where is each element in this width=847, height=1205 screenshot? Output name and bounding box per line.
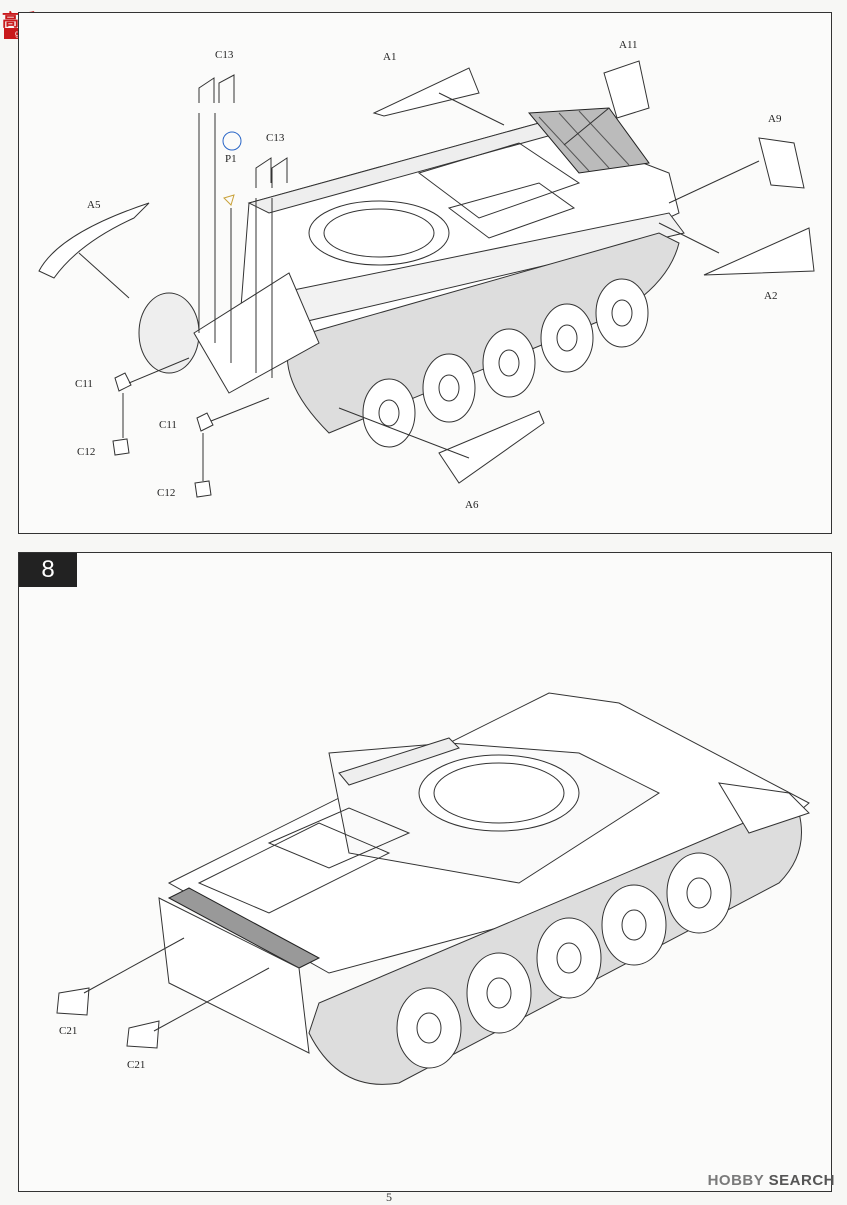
- label-a5: A5: [87, 199, 101, 211]
- label-a9: A9: [768, 113, 782, 125]
- label-p1: P1: [225, 153, 237, 165]
- label-c13-right: C13: [266, 132, 285, 144]
- step-number-badge: 8: [19, 553, 77, 587]
- tank-hull-drawing-bottom: [56, 692, 810, 1085]
- assembly-panel-top: C13 C13 P1 A1 A11 A9 A5 A2 C11 C12 C11 C…: [18, 12, 832, 534]
- label-c11-right: C11: [159, 419, 177, 431]
- label-c21-right: C21: [127, 1059, 146, 1071]
- page-number: 5: [386, 1190, 392, 1204]
- label-c12-right: C12: [157, 487, 176, 499]
- watermark-rest: SEARCH: [768, 1172, 835, 1189]
- assembly-panel-step-8: 8 C21 C21: [18, 552, 832, 1192]
- label-a11: A11: [619, 39, 638, 51]
- watermark-brand: HOBBY: [707, 1172, 764, 1189]
- label-c21-left: C21: [59, 1025, 78, 1037]
- label-c12-left: C12: [77, 446, 96, 458]
- label-a1: A1: [383, 51, 397, 63]
- label-a6: A6: [465, 499, 479, 511]
- label-c11-left: C11: [75, 378, 93, 390]
- tank-hull-drawing-top: [38, 60, 815, 498]
- label-c13-left: C13: [215, 49, 234, 61]
- label-a2: A2: [764, 290, 778, 302]
- hobbysearch-watermark: HOBBY SEARCH: [708, 1172, 835, 1189]
